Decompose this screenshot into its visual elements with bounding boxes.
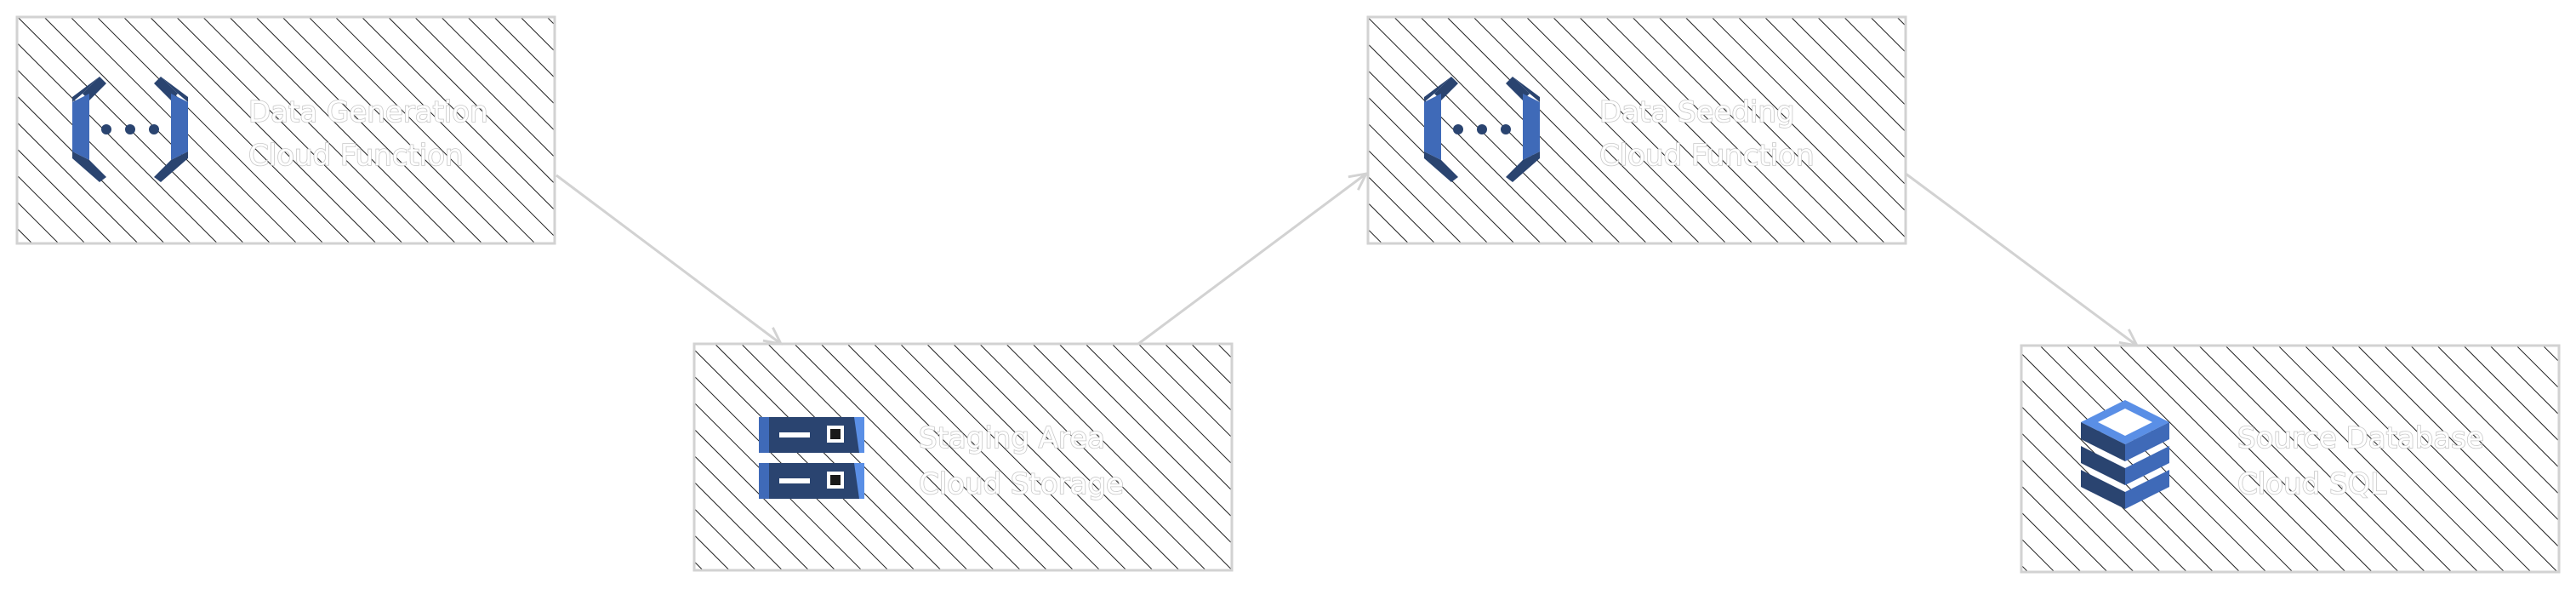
cloud-storage-icon — [759, 417, 864, 499]
node-subtitle: Cloud Function — [248, 139, 464, 173]
node-subtitle: Cloud Storage — [919, 467, 1124, 501]
node-title: Data Seeding — [1599, 95, 1795, 129]
edge-data-seeding-to-source-database — [1905, 172, 2137, 346]
edge-staging-area-to-data-seeding — [1137, 174, 1366, 346]
cloud-function-icon — [1424, 77, 1540, 182]
node-title: Source Database — [2237, 421, 2484, 455]
node-box — [15, 15, 556, 245]
node-title: Staging Area — [919, 421, 1105, 455]
node-subtitle: Cloud Function — [1599, 139, 1815, 173]
node-box — [2020, 344, 2561, 574]
edges — [556, 174, 2137, 346]
cloud-sql-icon — [2081, 400, 2169, 509]
node-subtitle: Cloud SQL — [2237, 467, 2386, 501]
node-data-generation[interactable]: Data Generation Cloud Function — [15, 15, 556, 245]
cloud-function-icon — [72, 77, 188, 182]
node-box — [692, 342, 1234, 572]
node-box — [1366, 15, 1907, 245]
node-data-seeding[interactable]: Data Seeding Cloud Function — [1366, 15, 1907, 245]
edge-data-generation-to-staging-area — [556, 174, 781, 344]
node-source-database[interactable]: Source Database Cloud SQL — [2020, 344, 2561, 574]
node-title: Data Generation — [248, 95, 488, 129]
node-staging-area[interactable]: Staging Area Cloud Storage — [692, 342, 1234, 572]
